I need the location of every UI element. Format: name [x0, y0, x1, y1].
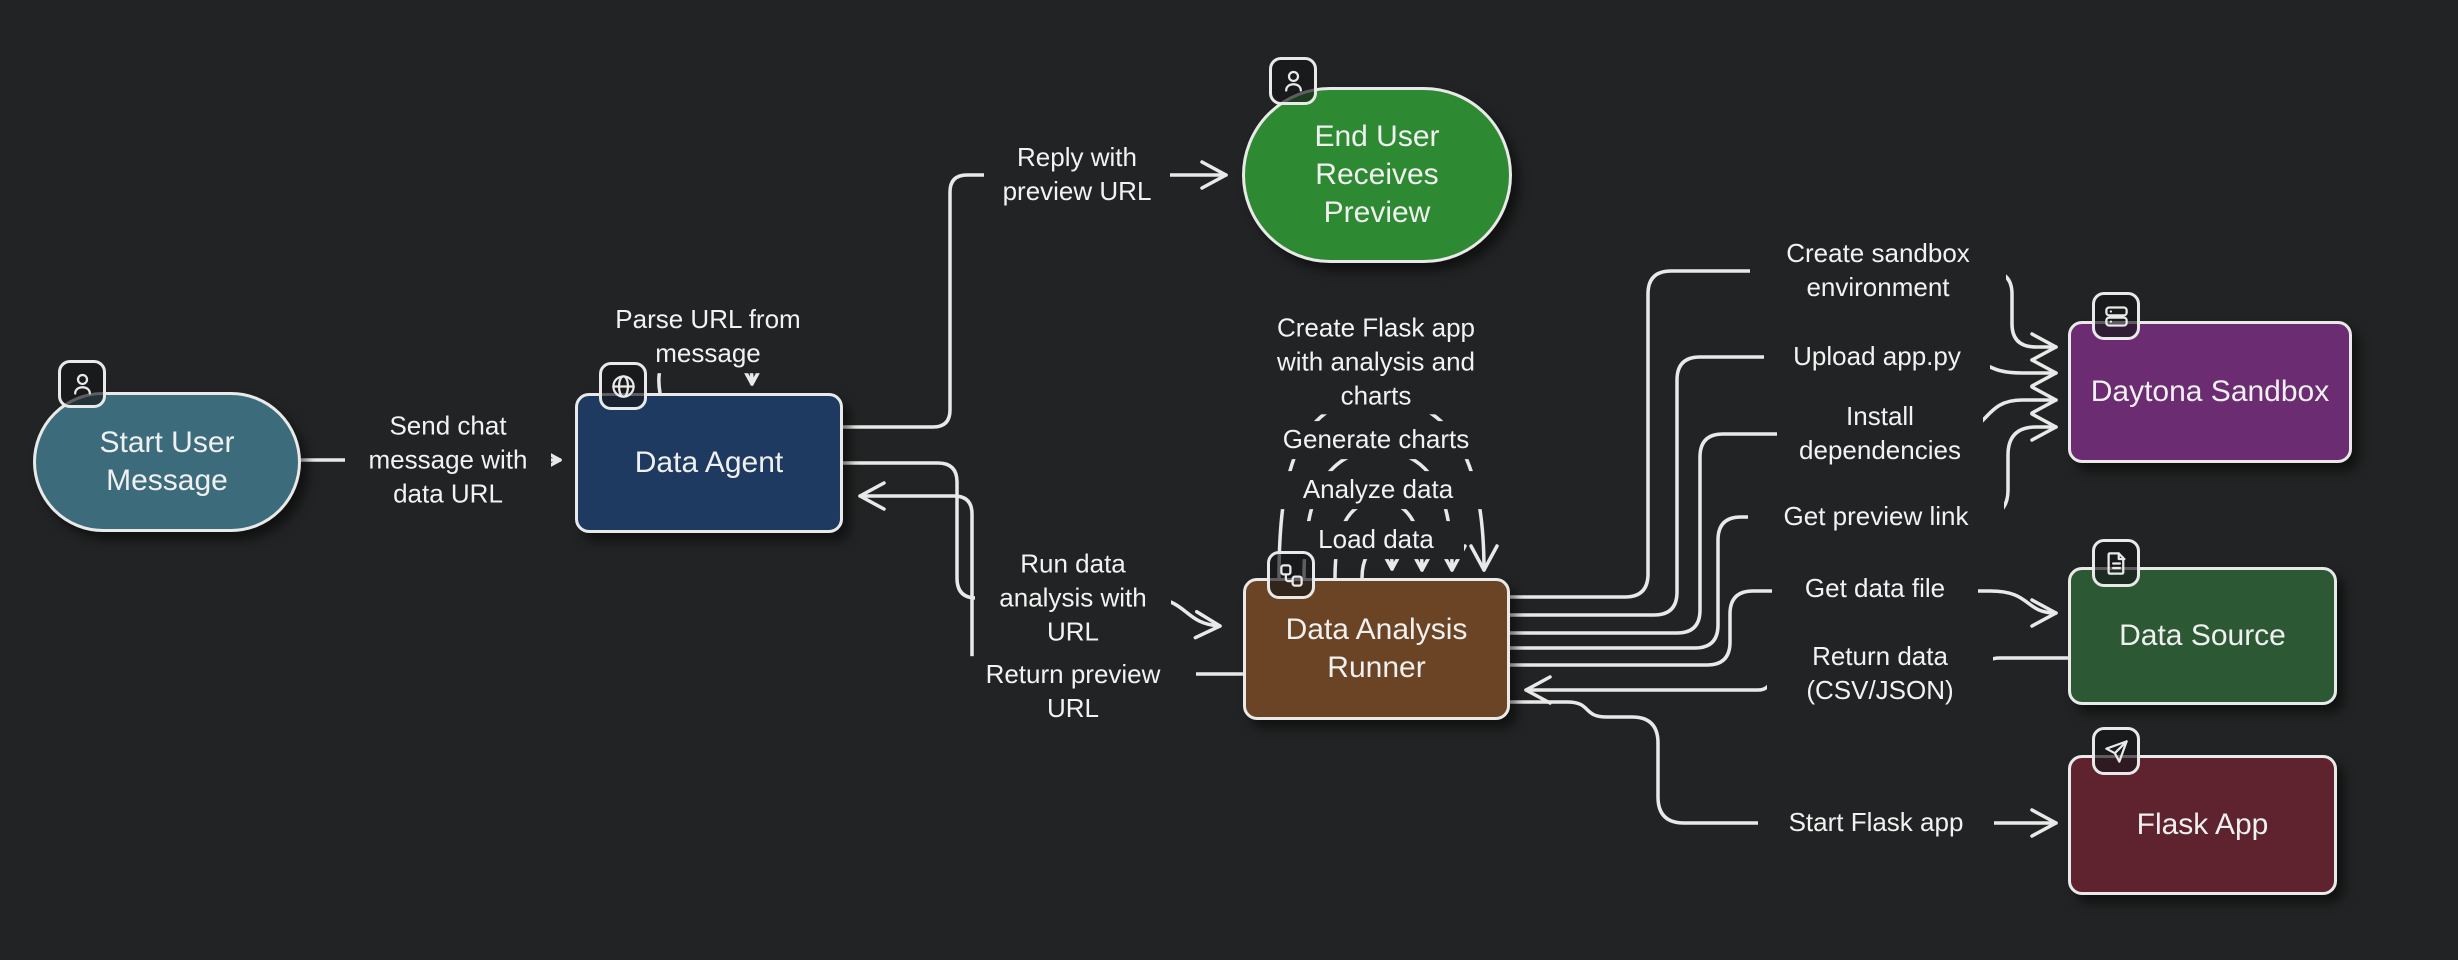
- edge-install-deps: [1508, 385, 2058, 635]
- edge-label-run-analysis: Run data analysis with URL: [975, 545, 1171, 651]
- edge-label-get-preview: Get preview link: [1748, 498, 2004, 536]
- node-data-analysis-runner-label: Data Analysis Runner: [1285, 612, 1468, 684]
- data-source-badge: [2092, 539, 2140, 587]
- edge-label-create-flask: Create Flask app with analysis and chart…: [1243, 309, 1509, 415]
- node-end-user-receives-preview: End User Receives Preview: [1242, 87, 1512, 263]
- node-start-user-message-label: Start User Message: [99, 425, 235, 497]
- edge-label-generate-charts: Generate charts: [1243, 421, 1509, 459]
- node-data-agent: Data Agent: [575, 393, 843, 533]
- globe-icon: [611, 374, 635, 398]
- edge-label-parse-url: Parse URL from message: [590, 301, 826, 373]
- node-data-agent-label: Data Agent: [634, 445, 784, 479]
- data-agent-badge: [599, 362, 647, 410]
- flask-app-badge: [2092, 727, 2140, 775]
- node-data-source-label: Data Source: [2119, 618, 2286, 652]
- edge-upload-app: [1508, 355, 2058, 617]
- node-daytona-sandbox: Daytona Sandbox: [2068, 321, 2352, 463]
- send-icon: [2104, 739, 2128, 763]
- user-icon: [73, 373, 91, 395]
- edge-label-return-data: Return data (CSV/JSON): [1767, 638, 1993, 710]
- edge-label-analyze-data: Analyze data: [1270, 471, 1486, 509]
- edge-start-flask: [1508, 700, 2058, 838]
- file-text-icon: [2107, 551, 2125, 575]
- node-flask-app: Flask App: [2068, 755, 2337, 895]
- node-data-analysis-runner: Data Analysis Runner: [1243, 578, 1510, 720]
- node-start-user-message: Start User Message: [33, 392, 301, 532]
- edge-label-load-data: Load data: [1288, 521, 1464, 559]
- start-user-badge: [58, 360, 106, 408]
- edge-label-upload-app: Upload app.py: [1764, 338, 1990, 376]
- edge-reply-preview: [841, 160, 1228, 429]
- end-user-badge: [1269, 57, 1317, 105]
- workflow-icon: [1279, 563, 1303, 587]
- edge-get-data-file: [1508, 589, 2058, 667]
- user-icon: [1284, 70, 1302, 92]
- edge-label-get-data-file: Get data file: [1772, 570, 1978, 608]
- edge-label-send-chat: Send chat message with data URL: [345, 407, 551, 513]
- edge-label-return-preview: Return preview URL: [950, 656, 1196, 728]
- data-analysis-runner-badge: [1267, 551, 1315, 599]
- server-icon: [2104, 305, 2128, 327]
- edge-label-create-sandbox: Create sandbox environment: [1750, 235, 2006, 307]
- edge-run-analysis: [841, 461, 1222, 640]
- node-flask-app-label: Flask App: [2136, 807, 2269, 841]
- node-end-user-receives-preview-label: End User Receives Preview: [1314, 119, 1440, 230]
- edge-label-install-deps: Install dependencies: [1777, 398, 1983, 470]
- daytona-sandbox-badge: [2092, 292, 2140, 340]
- edge-label-start-flask: Start Flask app: [1758, 804, 1994, 842]
- edge-label-reply-preview: Reply with preview URL: [984, 139, 1170, 211]
- node-data-source: Data Source: [2068, 567, 2337, 705]
- node-daytona-sandbox-label: Daytona Sandbox: [2090, 374, 2330, 408]
